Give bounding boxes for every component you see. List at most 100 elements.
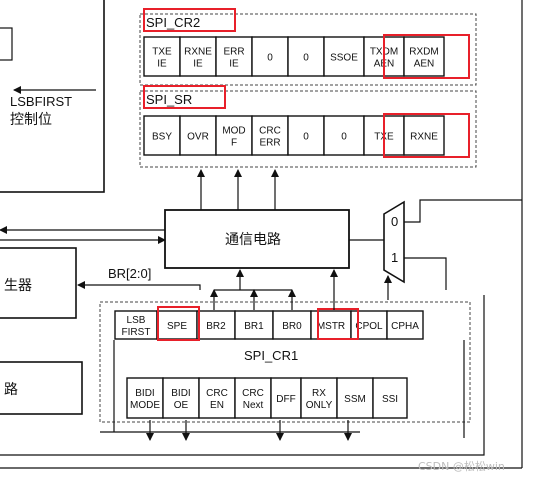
cr1-arrows: [210, 269, 338, 310]
cr2-cell-label: RXNE: [184, 47, 212, 58]
bottom-cell-box: [162, 377, 200, 419]
br-label: BR[2:0]: [108, 266, 151, 281]
sr-cell-label: 0: [303, 132, 309, 143]
mux-input-0: 0: [391, 214, 398, 229]
cr1-cell-label: CPHA: [391, 321, 419, 332]
right-wiring: [0, 0, 523, 469]
sr-cell-label: F: [231, 138, 237, 149]
bottom-cell-label: CRC: [206, 388, 228, 399]
cr2-cell-label: ERR: [223, 47, 244, 58]
bottom-cell-label: CRC: [242, 388, 264, 399]
lsbfirst-cn-label: 控制位: [10, 112, 52, 128]
sr-group: [139, 90, 477, 168]
sr-cell-box: [323, 115, 365, 156]
sr-cell-label: ERR: [259, 138, 280, 149]
bottom-cell-box: [300, 377, 338, 419]
cr1-cell-label: BR2: [206, 321, 226, 332]
comm-circuit-block: 通信电路: [164, 209, 350, 269]
cr2-group: [139, 13, 477, 86]
cr2-cell-label: IE: [229, 59, 239, 70]
bottom-cell-box: [270, 377, 302, 419]
cr2-cell-label: SSOE: [330, 53, 358, 64]
bottom-cell-label: EN: [210, 400, 224, 411]
highlight-sr-flags: [383, 113, 470, 158]
cr2-cell-label: 0: [267, 53, 273, 64]
cr2-cell-label: RXDM: [409, 47, 438, 58]
bottom-cell-label: SSI: [382, 394, 398, 405]
sr-arrows: [197, 169, 279, 210]
bottom-cell-label: ONLY: [306, 400, 333, 411]
cr1-cell-label: BR1: [244, 321, 264, 332]
bottom-cell-label: DFF: [276, 394, 295, 405]
highlight-boxes: [143, 8, 470, 341]
mux-input-1: 1: [391, 250, 398, 265]
cr1-title: SPI_CR1: [244, 348, 298, 363]
br-bus: BR[2:0]: [77, 266, 201, 290]
cr1-cell-label: BR0: [282, 321, 302, 332]
sr-cell-label: MOD: [222, 126, 245, 137]
sr-cell-label: 0: [341, 132, 347, 143]
cr2-cell-label: IE: [193, 59, 203, 70]
highlight-spe: [157, 306, 200, 341]
lsbfirst-label: LSBFIRST: [10, 94, 72, 109]
logic-label: 路: [4, 382, 18, 398]
sr-cell-label: RXNE: [410, 132, 438, 143]
bottom-cell-box: [372, 377, 408, 419]
cr2-cell-box: [143, 36, 181, 77]
cr1-cell-label: LSB: [127, 315, 146, 326]
cr2-cell-label: IE: [157, 59, 167, 70]
sr-cell-label: BSY: [152, 132, 172, 143]
highlight-cr2-title: [143, 8, 236, 32]
bottom-cell-label: BIDI: [135, 388, 154, 399]
sr-cell-box: [251, 115, 289, 156]
multiplexer: 0 1: [349, 199, 522, 300]
bottom-cell-label: MODE: [130, 400, 160, 411]
cr2-cell-box: [251, 36, 289, 77]
cr1-cell-box: [156, 310, 198, 340]
sr-cell-box: [215, 115, 253, 156]
cr2-cell-box: [215, 36, 253, 77]
cr2-cell-label: TXE: [152, 47, 172, 58]
cr1-cell-box: [386, 310, 424, 340]
highlight-sr-title: [143, 85, 226, 109]
bottom-cell-box: [198, 377, 236, 419]
baud-generator-block: 生器: [0, 247, 77, 319]
cr2-cell-box: [403, 36, 445, 77]
cr1-group: [99, 301, 471, 423]
cr1-cell-label: FIRST: [122, 327, 151, 338]
bottom-cell-label: Next: [243, 400, 264, 411]
highlight-mstr: [317, 308, 359, 340]
cr2-title: SPI_CR2: [146, 15, 200, 30]
cr2-cell-box: [287, 36, 325, 77]
cr1-cell-label: CPOL: [355, 321, 383, 332]
bottom-arrows: [100, 340, 360, 441]
highlight-cr2-dma: [383, 34, 470, 79]
sr-cell-box: [403, 115, 445, 156]
generator-label: 生器: [4, 278, 32, 294]
watermark: CSDN @松松win: [418, 459, 505, 473]
cr1-cell-label: MSTR: [317, 321, 345, 332]
sr-cell-label: OVR: [187, 132, 209, 143]
bottom-cell-box: [336, 377, 374, 419]
cr1-register-row: LSBFIRST SPE BR2 BR1 BR0 MSTR CPOL CPHA: [114, 310, 424, 340]
cr1-cell-label: SPE: [167, 321, 187, 332]
cr2-cell-box: [323, 36, 365, 77]
cr1-cell-box: [196, 310, 236, 340]
cr2-cell-label: 0: [303, 53, 309, 64]
sr-cell-box: [179, 115, 217, 156]
bottom-cell-label: OE: [174, 400, 189, 411]
logic-block: 路: [0, 361, 83, 415]
comm-left-arrows: [0, 226, 166, 244]
sr-title: SPI_SR: [146, 92, 192, 107]
cr2-cell-box: [179, 36, 217, 77]
bottom-cell-box: [126, 377, 164, 419]
cr1-cell-box: [234, 310, 274, 340]
cr1-cell-box: [114, 310, 158, 340]
left-control-block: LSBFIRST 控制位: [0, 0, 105, 193]
bottom-cell-label: RX: [312, 388, 326, 399]
bottom-cell-label: SSM: [344, 394, 366, 405]
